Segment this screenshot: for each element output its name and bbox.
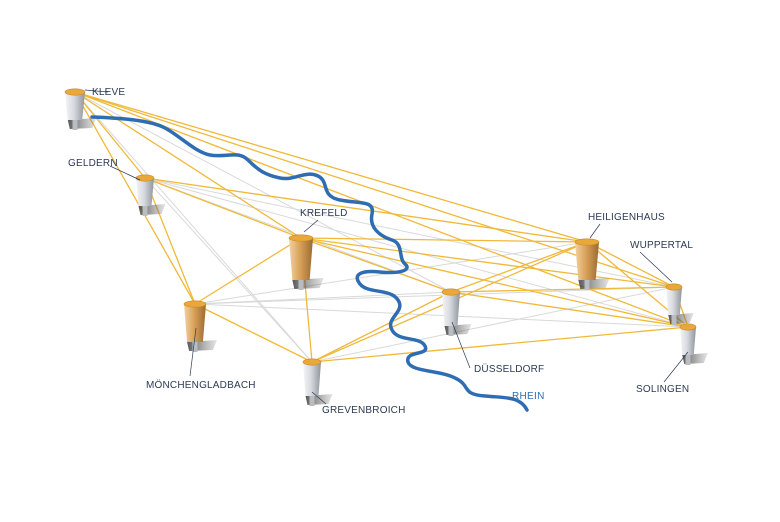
leader-line-solingen (663, 351, 689, 383)
primary-link-duesseldorf-solingen (450, 291, 689, 328)
tower-stem (685, 353, 691, 365)
leader-line-moenchengladbach (189, 327, 197, 377)
tower-body (136, 178, 154, 206)
tower-body (680, 327, 696, 355)
primary-link-heiligenhaus-wuppertal (586, 241, 675, 288)
tower-solingen (679, 323, 708, 365)
leader-line-krefeld (303, 219, 319, 233)
primary-link-kleve-moenchengladbach (74, 91, 196, 305)
towers-layer (64, 88, 708, 406)
tower-moenchengladbach (183, 300, 217, 352)
city-label-solingen: SOLINGEN (636, 384, 689, 395)
tower-body (65, 92, 85, 120)
secondary-link-geldern-solingen (144, 177, 689, 328)
primary-links-layer (74, 91, 689, 363)
city-label-kleve: KLEVE (92, 87, 125, 98)
secondary-link-geldern-grevenbroich (144, 177, 313, 363)
tower-cap (64, 88, 86, 96)
secondary-link-moenchengladbach-solingen (194, 303, 689, 328)
primary-link-kleve-geldern (74, 91, 146, 179)
city-label-duesseldorf: DÜSSELDORF (474, 363, 544, 375)
tower-cap (679, 323, 697, 331)
primary-link-grevenbroich-solingen (311, 326, 689, 363)
secondary-link-moenchengladbach-wuppertal (194, 286, 675, 305)
tower-body (666, 287, 682, 315)
tower-body (184, 304, 206, 342)
city-label-krefeld: KREFELD (300, 208, 348, 219)
primary-link-grevenbroich-duesseldorf (311, 291, 452, 363)
tower-stem (298, 278, 304, 290)
tower-cap (302, 358, 322, 366)
city-label-heiligenhaus: HEILIGENHAUS (588, 212, 665, 223)
tower-cap (288, 234, 314, 242)
city-label-moenchengladbach: MÖNCHENGLADBACH (146, 379, 256, 391)
tower-cap (574, 238, 600, 246)
leader-line-heiligenhaus (589, 223, 601, 239)
tower-body (575, 242, 599, 280)
tower-cap (441, 288, 461, 296)
river-label-rhein: RHEIN (512, 391, 545, 402)
label-leaders-layer (84, 89, 689, 405)
leader-line-grevenbroich (311, 391, 327, 405)
tower-stem (671, 313, 677, 325)
primary-link-geldern-moenchengladbach (144, 177, 196, 305)
tower-stem (448, 324, 454, 336)
leader-line-wuppertal (639, 251, 673, 283)
primary-link-kleve-heiligenhaus (74, 91, 588, 243)
primary-link-kleve-wuppertal (74, 91, 675, 288)
tower-cap (665, 283, 683, 291)
primary-link-geldern-krefeld (144, 177, 302, 239)
tower-stem (72, 118, 78, 130)
tower-heiligenhaus (574, 238, 610, 290)
tower-wuppertal (665, 283, 694, 325)
primary-link-krefeld-heiligenhaus (300, 237, 588, 243)
primary-link-heiligenhaus-duesseldorf (450, 241, 588, 293)
primary-link-moenchengladbach-grevenbroich (194, 303, 313, 363)
primary-link-krefeld-duesseldorf (300, 237, 452, 293)
city-label-wuppertal: WUPPERTAL (630, 240, 693, 251)
primary-link-geldern-heiligenhaus (144, 177, 588, 243)
secondary-links-layer (74, 91, 689, 363)
primary-link-krefeld-moenchengladbach (194, 237, 302, 305)
tower-cap (183, 300, 207, 308)
secondary-link-grevenbroich-wuppertal (311, 286, 675, 363)
city-label-geldern: GELDERN (68, 158, 118, 169)
secondary-link-kleve-grevenbroich (74, 91, 313, 363)
tower-body (442, 292, 460, 326)
tower-stem (309, 394, 315, 406)
rhein-river-line (90, 115, 529, 412)
city-label-grevenbroich: GREVENBROICH (322, 405, 406, 416)
leader-line-geldern (109, 165, 141, 181)
tower-stem (584, 278, 590, 290)
tower-stem (142, 204, 148, 216)
tower-stem (192, 340, 198, 352)
tower-cap (135, 174, 155, 182)
tower-body (289, 238, 313, 280)
primary-link-krefeld-wuppertal (300, 237, 675, 288)
tower-krefeld (288, 234, 324, 290)
primary-link-duesseldorf-wuppertal (450, 286, 675, 293)
tower-grevenbroich (302, 358, 333, 406)
leader-line-kleve (84, 89, 109, 93)
leader-line-duesseldorf (451, 321, 471, 369)
tower-kleve (64, 88, 97, 130)
tower-body (303, 362, 321, 396)
tower-duesseldorf (441, 288, 472, 336)
tower-geldern (135, 174, 166, 216)
